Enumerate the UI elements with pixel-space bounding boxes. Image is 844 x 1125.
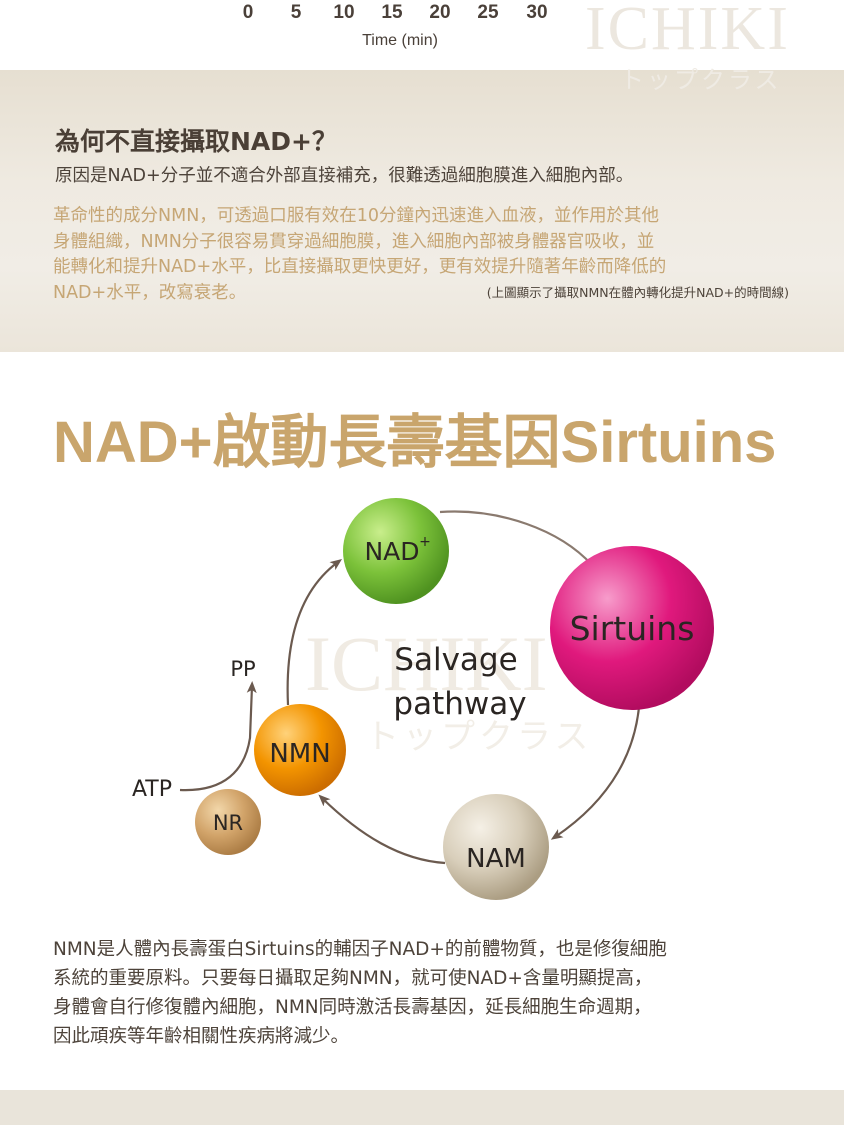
nmn-node [254,704,346,796]
nad-superscript: + [419,534,431,550]
paragraph-line: 因此頑疾等年齡相關性疾病將減少。 [53,1026,350,1047]
x-tick: 15 [381,2,403,23]
chart-axis-strip: 0 5 10 15 20 25 30 Time (min) ICHIKI [0,0,844,70]
paragraph-line: 身體會自行修復體內細胞，NMN同時激活長壽基因，延長細胞生命週期， [53,997,652,1018]
section-title: NAD+啟動長壽基因Sirtuins [53,410,777,475]
question-answer: 原因是NAD+分子並不適合外部直接補充，很難透過細胞膜進入細胞內部。 [55,166,634,186]
arrow-nmn-nad [286,559,343,706]
paragraph-line: NAD+水平，改寫衰老。 [53,282,247,303]
nam-label: NAM [466,844,526,874]
paragraph-line: 能轉化和提升NAD+水平，比直接攝取更快更好，更有效提升隨著年齡而降低的 [53,257,667,277]
nad-node [343,498,449,604]
nmn-label: NMN [269,739,330,769]
watermark-sub: トップクラス [620,66,782,94]
arrow-nam-nmn [318,794,446,865]
paragraph-line: NMN是人體內長壽蛋白Sirtuins的輔因子NAD+的前體物質，也是修復細胞 [53,939,667,960]
nr-label: NR [213,811,243,835]
x-axis-label: Time (min) [362,32,438,49]
nmn-highlight-paragraph: 革命性的成分NMN，可透過口服有效在10分鐘內迅速進入血液，並作用於其他 身體組… [53,204,798,306]
x-tick: 5 [290,2,302,23]
salvage-label: Salvage [394,642,517,678]
arrow-atp-pp [179,681,257,792]
x-tick: 30 [526,2,548,23]
nam-node [443,794,549,900]
nad-label: NAD [364,537,419,566]
nr-node [195,789,261,855]
watermark-brand: ICHIKI [585,0,790,63]
bottom-band [0,1090,844,1125]
paragraph-line: 身體組織，NMN分子很容易貫穿過細胞膜，進入細胞內部被身體器官吸收，並 [53,231,655,252]
question-heading: 為何不直接攝取NAD+？ [55,127,337,156]
description-paragraph: NMN是人體內長壽蛋白Sirtuins的輔因子NAD+的前體物質，也是修復細胞 … [53,935,798,1051]
watermark-sub: トップクラス [365,717,592,757]
x-tick: 0 [242,2,254,23]
x-tick: 25 [477,2,499,23]
sirtuins-node [550,546,714,710]
atp-label: ATP [132,777,172,802]
salvage-pathway-diagram: ICHIKI トップクラス NAD + Sirtuins NAM NMN NR … [132,498,714,900]
x-tick: 20 [429,2,451,23]
arc-nad-sirtuins [439,510,593,566]
paragraph-line: 系統的重要原料。只要每日攝取足夠NMN，就可使NAD+含量明顯提高， [53,968,653,989]
sirtuins-label: Sirtuins [570,609,695,648]
info-band: トップクラス 為何不直接攝取NAD+？ 原因是NAD+分子並不適合外部直接補充，… [0,66,844,352]
paragraph-line: 革命性的成分NMN，可透過口服有效在10分鐘內迅速進入血液，並作用於其他 [53,206,660,226]
watermark-brand: ICHIKI [305,620,548,707]
x-tick: 10 [333,2,355,23]
pp-label: PP [230,657,255,681]
arrow-sirtuins-nam [550,687,642,840]
pathway-label: pathway [393,686,526,722]
chart-caption-note: (上圖顯示了攝取NMN在體內轉化提升NAD+的時間線) [486,285,789,300]
